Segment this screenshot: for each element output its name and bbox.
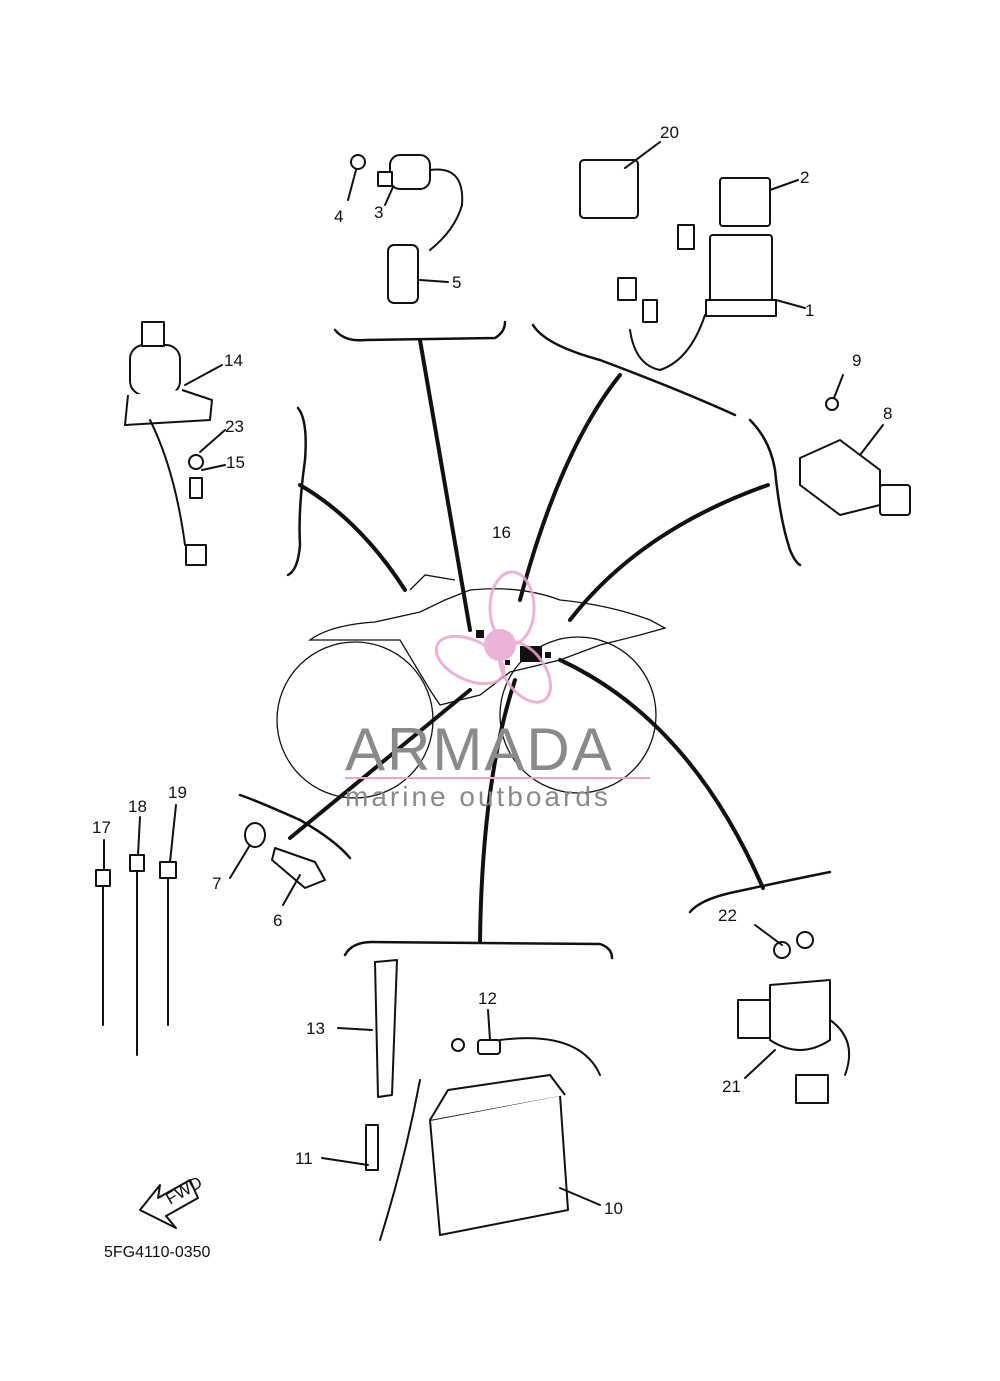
watermark: ARMADA marine outboards	[345, 570, 650, 812]
part-label-6: 6	[273, 911, 282, 930]
part-label-19: 19	[168, 783, 187, 802]
part-label-1: 1	[805, 301, 814, 320]
part-label-7: 7	[212, 874, 221, 893]
neutral-switch	[244, 822, 326, 889]
part-label-15: 15	[226, 453, 245, 472]
part-label-14: 14	[224, 351, 243, 370]
cable-bands	[95, 854, 177, 1056]
label-leaders	[103, 141, 884, 1206]
watermark-propeller-logo	[434, 570, 552, 704]
part-label-12: 12	[478, 989, 497, 1008]
part-number-labels: 1 2 3 4 5 6 7 8 9 10 11 12 13 14 15 16 1…	[92, 123, 892, 1218]
main-switch	[124, 321, 213, 566]
cdi-unit-and-relays	[579, 159, 777, 371]
part-label-16: 16	[492, 523, 511, 542]
part-label-17: 17	[92, 818, 111, 837]
drawing-code: 5FG4110-0350	[104, 1244, 211, 1261]
part-label-18: 18	[128, 797, 147, 816]
forward-direction-arrow: FWD	[139, 1173, 206, 1229]
part-label-3: 3	[374, 203, 383, 222]
part-label-2: 2	[800, 168, 809, 187]
watermark-tagline: marine outboards	[345, 781, 611, 812]
part-label-10: 10	[604, 1199, 623, 1218]
ignition-coil	[350, 154, 464, 304]
part-label-8: 8	[883, 404, 892, 423]
part-label-22: 22	[718, 906, 737, 925]
leader-lines	[288, 338, 770, 944]
rectifier-regulator	[799, 397, 911, 516]
part-label-5: 5	[452, 273, 461, 292]
motorcycle-outline	[276, 574, 667, 799]
part-label-9: 9	[852, 351, 861, 370]
battery	[365, 959, 601, 1241]
part-label-13: 13	[306, 1019, 325, 1038]
starter-relay	[737, 931, 851, 1104]
part-label-11: 11	[295, 1149, 313, 1168]
part-label-20: 20	[660, 123, 679, 142]
part-label-21: 21	[722, 1077, 741, 1096]
group-brackets	[238, 320, 832, 960]
watermark-brand: ARMADA	[345, 716, 614, 783]
part-label-4: 4	[334, 207, 343, 226]
part-label-23: 23	[225, 417, 244, 436]
